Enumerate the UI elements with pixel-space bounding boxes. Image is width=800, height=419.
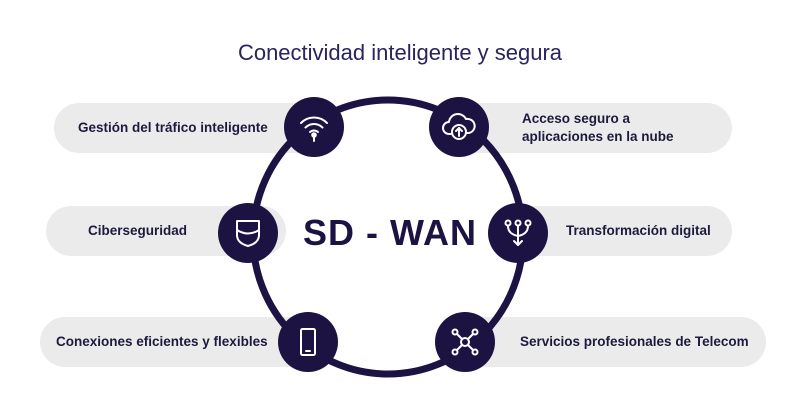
shield-icon — [218, 203, 278, 263]
center-label: SD - WAN — [303, 212, 477, 253]
item-telecom: Servicios profesionales de Telecom — [448, 317, 766, 367]
cloud-upload-icon — [429, 97, 489, 157]
item-cloud-label: Acceso seguro a aplicaciones en la nube — [522, 111, 674, 144]
diagram-title: Conectividad inteligente y segura — [237, 40, 563, 65]
item-telecom-label: Servicios profesionales de Telecom — [520, 334, 749, 349]
mobile-device-icon — [278, 312, 338, 372]
item-security-label: Ciberseguridad — [88, 223, 188, 238]
item-connections-label: Conexiones eficientes y flexibles — [56, 334, 268, 349]
item-traffic-label: Gestión del tráfico inteligente — [78, 120, 268, 135]
branching-arrows-icon — [488, 203, 548, 263]
wifi-icon — [284, 97, 344, 157]
network-hub-icon — [435, 312, 495, 372]
item-transformation-label: Transformación digital — [566, 223, 711, 238]
